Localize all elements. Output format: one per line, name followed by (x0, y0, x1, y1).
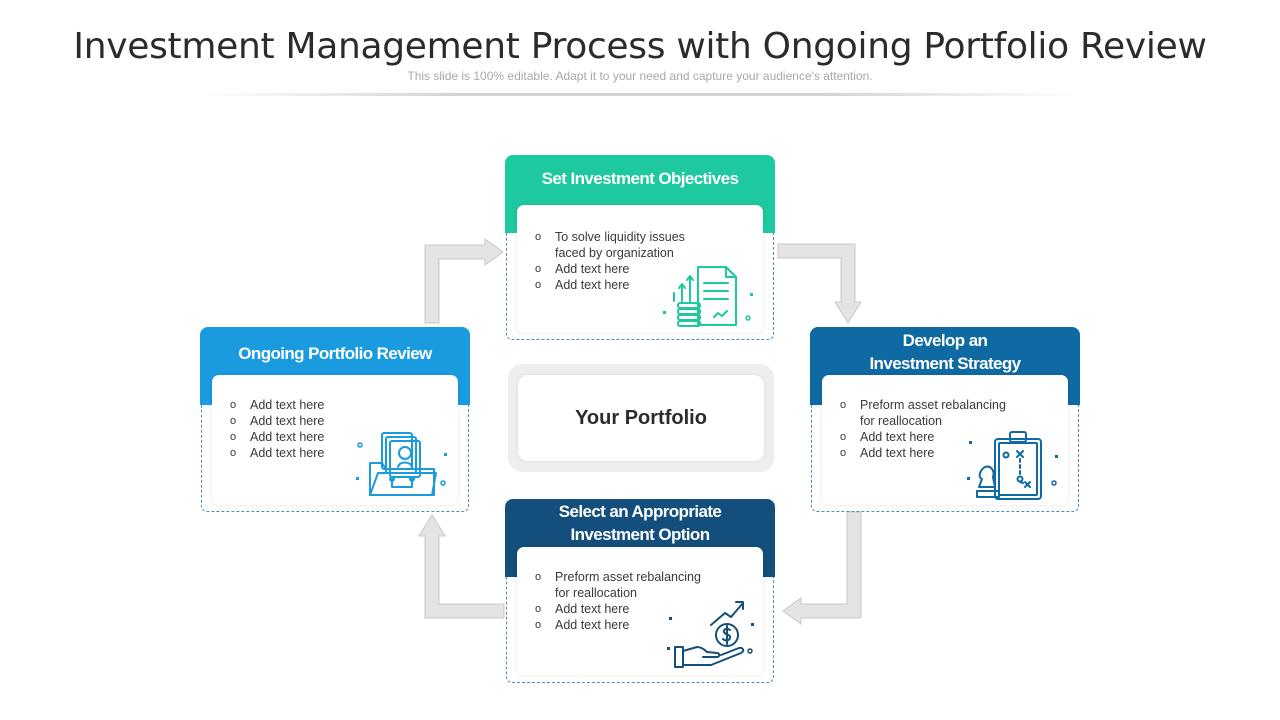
step-title: Set Investment Objectives (541, 169, 739, 188)
list-item: for reallocation (860, 414, 942, 428)
list-item: faced by organization (555, 246, 674, 260)
step-title: Develop an Investment Strategy (869, 331, 1021, 373)
title-divider (200, 93, 1080, 96)
list-item: for reallocation (555, 586, 637, 600)
center-label: Your Portfolio (575, 407, 707, 429)
hand-dollar-growth-icon (667, 601, 754, 668)
step-title: Select an Appropriate Investment Option (558, 502, 722, 544)
strategy-clipboard-chess-icon (967, 431, 1058, 500)
arrow-left-to-top (424, 238, 504, 324)
page-subtitle: This slide is 100% editable. Adapt it to… (407, 69, 873, 83)
portfolio-folder-icon (356, 432, 447, 496)
page-title: Investment Management Process with Ongoi… (73, 26, 1207, 67)
document-coins-growth-icon (663, 266, 753, 327)
arrow-bottom-to-left (418, 514, 505, 619)
step-select-option: Select an Appropriate Investment Option … (505, 499, 775, 683)
arrow-right-to-bottom (782, 511, 862, 625)
step-title: Ongoing Portfolio Review (238, 344, 432, 363)
arrow-top-to-right (777, 243, 862, 324)
center-portfolio-card: Your Portfolio (508, 364, 774, 472)
